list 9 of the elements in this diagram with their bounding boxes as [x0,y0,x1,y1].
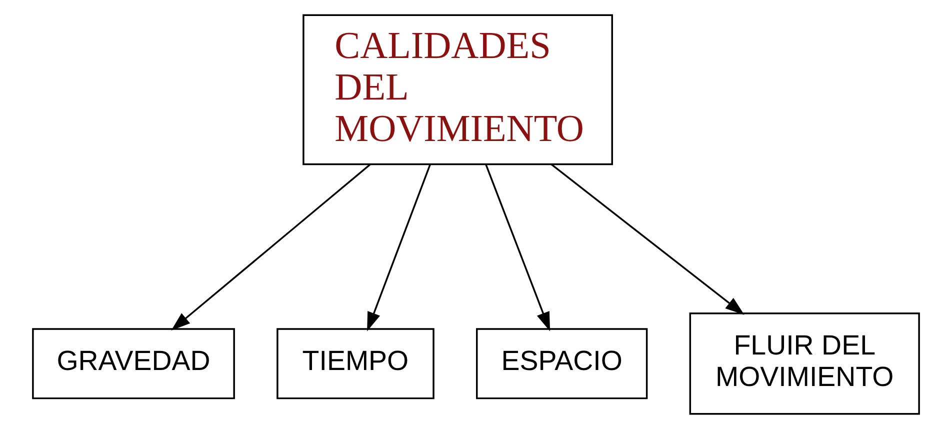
node-box: CALIDADES DEL MOVIMIENTO [302,14,612,166]
node-box: ESPACIO [476,328,648,400]
node-box: TIEMPO [276,328,434,400]
node-box: FLUIR DEL MOVIMIENTO [688,312,920,415]
arrow [484,164,550,332]
arrow [366,164,430,332]
node-box: GRAVEDAD [32,328,234,400]
arrow [170,164,370,330]
arrow [550,164,744,315]
